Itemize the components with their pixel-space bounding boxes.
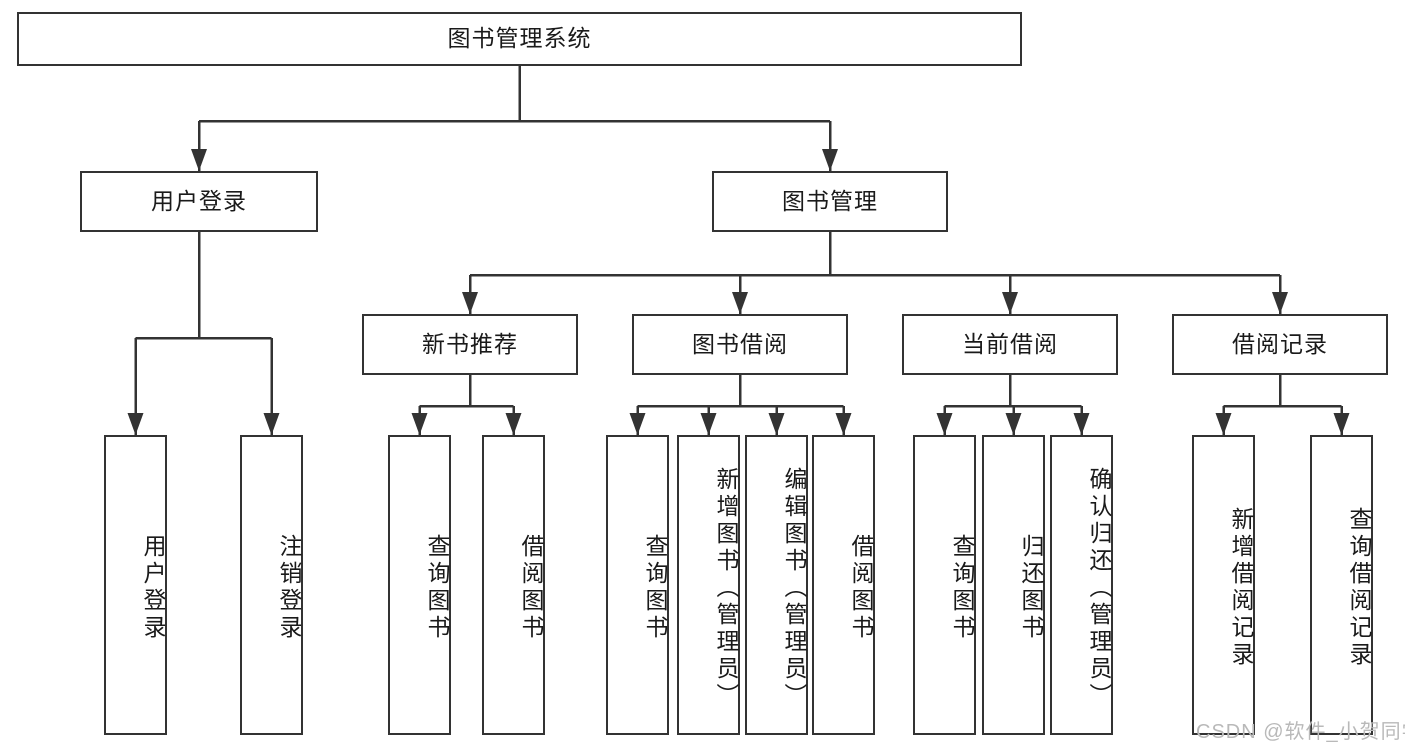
node-label: 查询图书 xyxy=(424,534,450,642)
node-label: 查询图书 xyxy=(642,534,668,642)
node-label: 用户登录 xyxy=(151,187,247,214)
node-login[interactable]: 用户登录 xyxy=(80,171,318,232)
node-newbook[interactable]: 新书推荐 xyxy=(362,314,578,375)
node-label: 图书管理 xyxy=(782,187,878,214)
node-leaf-cur-confirm[interactable]: 确认归还（管理员） xyxy=(1050,435,1113,735)
node-leaf-cur-query[interactable]: 查询图书 xyxy=(913,435,976,735)
node-label: 图书借阅 xyxy=(692,330,788,357)
node-label: 新增图书（管理员） xyxy=(713,466,739,710)
node-records[interactable]: 借阅记录 xyxy=(1172,314,1388,375)
node-leaf-user-logout[interactable]: 注销登录 xyxy=(240,435,303,735)
node-leaf-user-login[interactable]: 用户登录 xyxy=(104,435,167,735)
node-label: 当前借阅 xyxy=(962,330,1058,357)
node-label: 借阅图书 xyxy=(518,534,544,642)
node-label: 新增借阅记录 xyxy=(1228,507,1254,669)
node-label: 借阅记录 xyxy=(1232,330,1328,357)
node-leaf-rec-add[interactable]: 新增借阅记录 xyxy=(1192,435,1255,735)
node-label: 编辑图书（管理员） xyxy=(781,466,807,710)
node-label: 注销登录 xyxy=(276,534,302,642)
node-label: 确认归还（管理员） xyxy=(1086,466,1112,710)
node-label: 用户登录 xyxy=(140,534,166,642)
node-leaf-bb-edit[interactable]: 编辑图书（管理员） xyxy=(745,435,808,735)
node-leaf-bb-add[interactable]: 新增图书（管理员） xyxy=(677,435,740,735)
node-leaf-nb-borrow[interactable]: 借阅图书 xyxy=(482,435,545,735)
csdn-watermark: CSDN @软件_小贺同学 xyxy=(1196,721,1405,743)
node-label: 借阅图书 xyxy=(848,534,874,642)
node-leaf-bb-borrow[interactable]: 借阅图书 xyxy=(812,435,875,735)
node-root[interactable]: 图书管理系统 xyxy=(17,12,1022,66)
node-label: 查询图书 xyxy=(949,534,975,642)
node-current[interactable]: 当前借阅 xyxy=(902,314,1118,375)
node-leaf-nb-query[interactable]: 查询图书 xyxy=(388,435,451,735)
node-label: 归还图书 xyxy=(1018,534,1044,642)
node-leaf-cur-return[interactable]: 归还图书 xyxy=(982,435,1045,735)
node-label: 新书推荐 xyxy=(422,330,518,357)
node-leaf-bb-query[interactable]: 查询图书 xyxy=(606,435,669,735)
node-label: 图书管理系统 xyxy=(447,25,592,52)
node-label: 查询借阅记录 xyxy=(1346,507,1372,669)
node-bookmgmt[interactable]: 图书管理 xyxy=(712,171,948,232)
node-borrow[interactable]: 图书借阅 xyxy=(632,314,848,375)
node-leaf-rec-query[interactable]: 查询借阅记录 xyxy=(1310,435,1373,735)
